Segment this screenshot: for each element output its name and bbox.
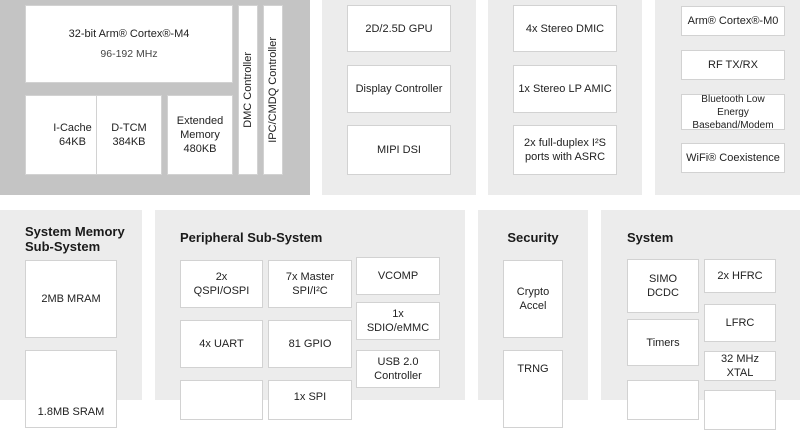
- lfrc-box: LFRC: [704, 304, 776, 342]
- qspi-box: 2x QSPI/OSPI: [180, 260, 263, 308]
- gpio-label: 81 GPIO: [288, 338, 332, 350]
- cortex-m4-freq: 96-192 MHz: [100, 48, 158, 60]
- trng-box: TRNG: [503, 350, 563, 428]
- uart-box: 4x UART: [180, 320, 263, 368]
- wifi-coexistence-box: WiFi® Coexistence: [681, 143, 785, 173]
- stereo-dmic-box: 4x Stereo DMIC: [513, 5, 617, 52]
- hfrc-box: 2x HFRC: [704, 259, 776, 293]
- partial-box-system-left: [627, 380, 699, 420]
- xtal-box: 32 MHz XTAL: [704, 351, 776, 381]
- sram-box: 1.8MB SRAM: [25, 350, 117, 428]
- hfrc-label: 2x HFRC: [717, 270, 763, 282]
- timers-box: Timers: [627, 319, 699, 366]
- simo-dcdc-box: SIMO DCDC: [627, 259, 699, 313]
- security-panel: Security Crypto Accel TRNG: [478, 210, 588, 428]
- i2s-ports-box: 2x full-duplex I²S ports with ASRC: [513, 125, 617, 175]
- icache-label: I-Cache 64KB: [53, 122, 92, 148]
- simo-dcdc-label: SIMO DCDC: [647, 273, 679, 299]
- ipc-cmdq-controller-label: IPC/CMDQ Controller: [267, 37, 279, 143]
- sdio-emmc-box: 1x SDIO/eMMC: [356, 302, 440, 340]
- i2s-ports-label: 2x full-duplex I²S ports with ASRC: [524, 137, 606, 163]
- gpu-box: 2D/2.5D GPU: [347, 5, 451, 52]
- security-title: Security: [507, 230, 559, 245]
- stereo-dmic-label: 4x Stereo DMIC: [525, 22, 605, 35]
- audio-subsystem-panel: 4x Stereo DMIC 1x Stereo LP AMIC 2x full…: [488, 0, 642, 195]
- extended-memory-box: Extended Memory 480KB: [167, 95, 233, 175]
- graphics-subsystem-panel: 2D/2.5D GPU Display Controller MIPI DSI: [322, 0, 476, 195]
- ble-baseband-label: Bluetooth Low Energy Baseband/Modem: [692, 93, 774, 131]
- system-title: System: [627, 230, 674, 245]
- vcomp-label: VCOMP: [377, 270, 419, 282]
- extended-memory-label: Extended Memory 480KB: [176, 115, 224, 155]
- gpu-label: 2D/2.5D GPU: [365, 22, 433, 35]
- master-spi-i2c-label: 7x Master SPI/I²C: [285, 271, 335, 297]
- dmc-controller-label: DMC Controller: [242, 52, 254, 128]
- usb-controller-label: USB 2.0 Controller: [374, 356, 422, 382]
- peripheral-subsystem-title: Peripheral Sub-System: [180, 230, 323, 245]
- partial-box-system-right: [704, 390, 776, 430]
- wifi-coexistence-label: WiFi® Coexistence: [686, 152, 780, 164]
- peripheral-subsystem-panel: Peripheral Sub-System 2x QSPI/OSPI 7x Ma…: [155, 210, 465, 420]
- crypto-accel-label: Crypto Accel: [516, 286, 550, 312]
- master-spi-i2c-box: 7x Master SPI/I²C: [268, 260, 352, 308]
- lfrc-label: LFRC: [725, 317, 755, 329]
- dtcm-box-main: D-TCM 384KB: [96, 95, 162, 175]
- dmc-controller-box: DMC Controller: [238, 5, 258, 175]
- system-memory-title: System Memory Sub-System: [25, 224, 125, 254]
- partial-box-left: [180, 380, 263, 420]
- cortex-m4-label: 32-bit Arm® Cortex®-M4: [68, 28, 190, 40]
- sram-label: 1.8MB SRAM: [37, 406, 105, 418]
- rf-txrx-box: RF TX/RX: [681, 50, 785, 80]
- vcomp-box: VCOMP: [356, 257, 440, 295]
- mram-box: 2MB MRAM: [25, 260, 117, 338]
- ipc-cmdq-controller-box: IPC/CMDQ Controller: [263, 5, 283, 175]
- spi-label: 1x SPI: [293, 391, 327, 403]
- stereo-amic-box: 1x Stereo LP AMIC: [513, 65, 617, 113]
- system-panel: System SIMO DCDC 2x HFRC LFRC Timers 32 …: [601, 210, 800, 430]
- sdio-emmc-label: 1x SDIO/eMMC: [366, 308, 430, 334]
- gpio-box: 81 GPIO: [268, 320, 352, 368]
- radio-subsystem-panel: Arm® Cortex®-M0 RF TX/RX Bluetooth Low E…: [655, 0, 800, 195]
- uart-label: 4x UART: [199, 338, 244, 350]
- spi-box: 1x SPI: [268, 380, 352, 420]
- display-controller-label: Display Controller: [355, 83, 443, 95]
- usb-controller-box: USB 2.0 Controller: [356, 350, 440, 388]
- system-memory-panel: System Memory Sub-System 2MB MRAM 1.8MB …: [0, 210, 142, 428]
- ble-baseband-box: Bluetooth Low Energy Baseband/Modem: [681, 93, 785, 131]
- timers-label: Timers: [646, 336, 680, 349]
- xtal-label: 32 MHz XTAL: [721, 353, 759, 379]
- mipi-dsi-box: MIPI DSI: [347, 125, 451, 175]
- stereo-amic-label: 1x Stereo LP AMIC: [518, 83, 612, 95]
- display-controller-box: Display Controller: [347, 65, 451, 113]
- cpu-subsystem-panel: 32-bit Arm® Cortex®-M4 96-192 MHz I-Cach…: [0, 0, 310, 195]
- trng-label: TRNG: [517, 363, 549, 375]
- qspi-label: 2x QSPI/OSPI: [193, 271, 250, 297]
- dtcm-label: D-TCM 384KB: [111, 122, 147, 148]
- cortex-m0-box: Arm® Cortex®-M0: [681, 6, 785, 36]
- crypto-accel-box: Crypto Accel: [503, 260, 563, 338]
- mipi-dsi-label: MIPI DSI: [376, 144, 421, 156]
- cortex-m0-label: Arm® Cortex®-M0: [687, 15, 779, 27]
- mram-label: 2MB MRAM: [41, 293, 101, 305]
- cortex-m4-box: 32-bit Arm® Cortex®-M4 96-192 MHz: [25, 5, 233, 83]
- rf-txrx-label: RF TX/RX: [708, 59, 758, 71]
